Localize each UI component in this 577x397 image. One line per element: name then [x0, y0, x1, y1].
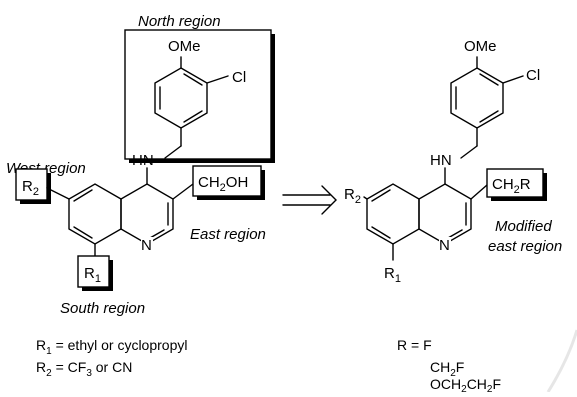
right-cl-label: Cl: [526, 67, 540, 84]
legend-r1-line: R1 = ethyl or cyclopropyl: [36, 337, 187, 357]
right-r2-label: R2: [344, 186, 361, 206]
right-structure: OMe Cl HN N R2 R1: [344, 38, 562, 285]
left-r2-bond: [46, 187, 70, 200]
legend-r-f-line: R = F: [397, 337, 432, 353]
left-ch2oh-label: CH2OH: [198, 174, 248, 194]
legend-ch2f-line: CH2F: [430, 359, 464, 379]
right-n-label: N: [439, 237, 450, 254]
left-quinoline-core: [68, 183, 174, 245]
right-ch2r-bond: [470, 184, 488, 200]
right-ch2r-label: CH2R: [492, 176, 531, 196]
left-ome-label: OMe: [168, 38, 201, 55]
east-region-label: East region: [190, 226, 266, 243]
right-n-mask: [439, 237, 451, 251]
legend-right: R = F CH2F OCH2CH2F: [397, 337, 501, 395]
modified-east-region-box: [486, 168, 544, 198]
right-hn-label: HN: [430, 152, 452, 169]
left-n-mask: [141, 237, 153, 251]
east-region-box: [192, 165, 262, 197]
south-region-label: South region: [60, 300, 145, 317]
modified-east-label-line2: east region: [488, 238, 562, 255]
legend-r2-line: R2 = CF3 or CN: [36, 359, 132, 379]
left-hn-label: HN: [132, 152, 154, 169]
modified-east-label-line1: Modified: [495, 218, 552, 235]
left-n-text: N: [141, 237, 152, 254]
right-r1-label: R1: [384, 265, 401, 285]
north-region-box: [124, 29, 272, 160]
legend-left: R1 = ethyl or cyclopropyl R2 = CF3 or CN: [36, 337, 187, 379]
west-region-box: [15, 168, 48, 201]
right-r2-bond: [363, 196, 368, 200]
left-ch2oh-bond: [172, 183, 194, 200]
left-ch2-bond-b: [164, 145, 182, 159]
corner-arc-decoration: [546, 329, 577, 393]
north-region-label: North region: [138, 13, 221, 30]
right-ch2-bond-b: [460, 145, 478, 159]
right-quinoline-core: [366, 183, 472, 245]
left-r2-label: R2: [22, 178, 39, 198]
left-structure: North region OMe Cl HN West region: [6, 13, 275, 317]
left-r1-label: R1: [84, 265, 101, 285]
south-region-box: [77, 255, 110, 288]
retro-arrow: [282, 185, 337, 215]
left-cl-label: Cl: [232, 69, 246, 86]
right-ome-label: OMe: [464, 38, 497, 55]
right-north-ring: [450, 67, 524, 129]
legend-och2ch2f-line: OCH2CH2F: [430, 376, 501, 392]
